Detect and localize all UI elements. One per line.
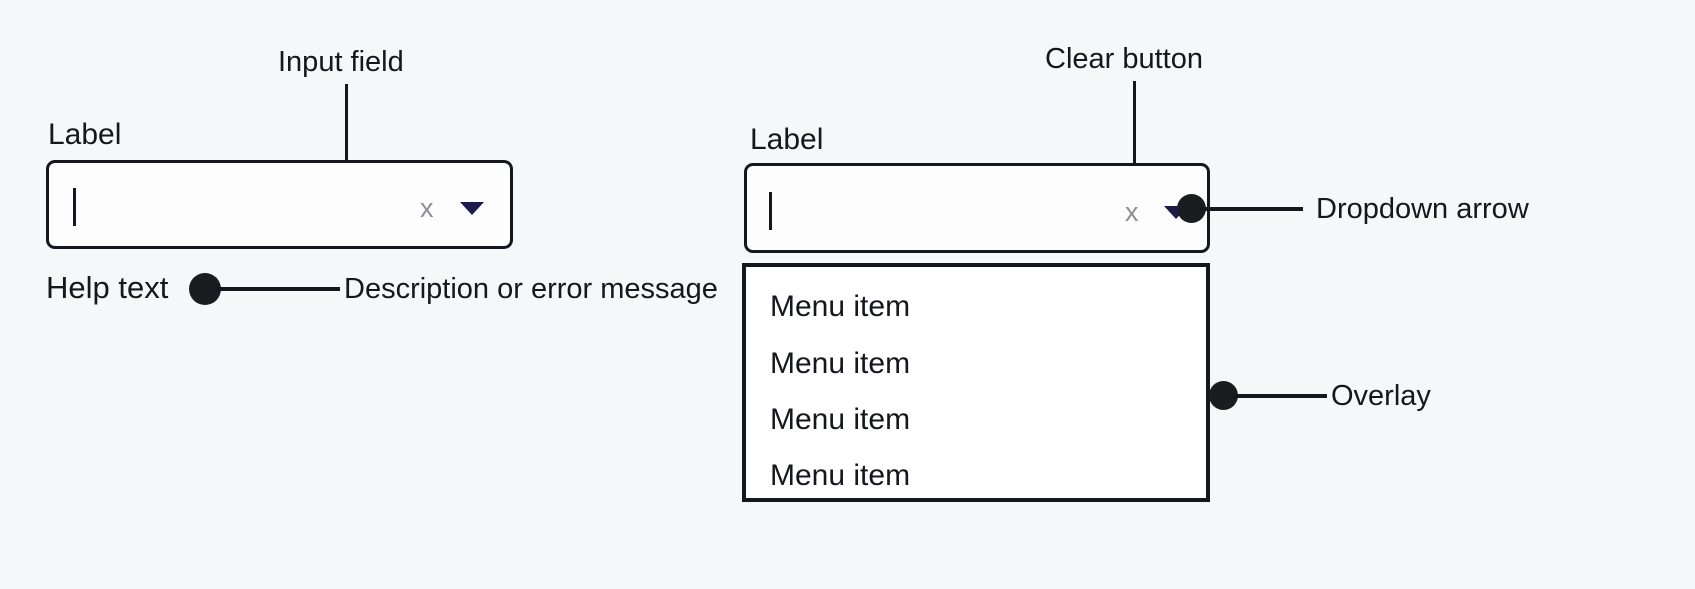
annotation-label-input-field: Input field: [278, 46, 404, 78]
menu-item[interactable]: Menu item: [770, 459, 911, 492]
left-input-field[interactable]: x: [46, 160, 513, 249]
annotation-label-dropdown-arrow: Dropdown arrow: [1316, 193, 1529, 225]
menu-item[interactable]: Menu item: [770, 290, 911, 323]
annotation-leader-help-desc: [214, 287, 340, 291]
annotation-leader-overlay: [1232, 394, 1327, 398]
text-caret: [769, 192, 772, 230]
annotation-label-clear-button: Clear button: [1045, 43, 1203, 75]
chevron-down-icon[interactable]: [460, 202, 484, 215]
right-field-label: Label: [750, 123, 824, 156]
annotation-leader-input-field: [345, 84, 348, 186]
left-help-text: Help text: [46, 270, 169, 305]
annotation-label-overlay: Overlay: [1331, 380, 1431, 412]
right-input-field[interactable]: x: [744, 163, 1210, 253]
clear-icon[interactable]: x: [420, 193, 434, 223]
dropdown-overlay-panel[interactable]: Menu item Menu item Menu item Menu item: [742, 263, 1210, 502]
annotation-leader-dropdown-arrow: [1200, 207, 1303, 211]
annotation-label-help-desc: Description or error message: [344, 273, 718, 305]
annotation-leader-clear-button: [1133, 81, 1136, 186]
text-caret: [73, 188, 76, 226]
menu-item[interactable]: Menu item: [770, 403, 911, 436]
clear-icon[interactable]: x: [1125, 197, 1139, 227]
menu-item[interactable]: Menu item: [770, 347, 911, 380]
left-field-label: Label: [48, 118, 122, 151]
